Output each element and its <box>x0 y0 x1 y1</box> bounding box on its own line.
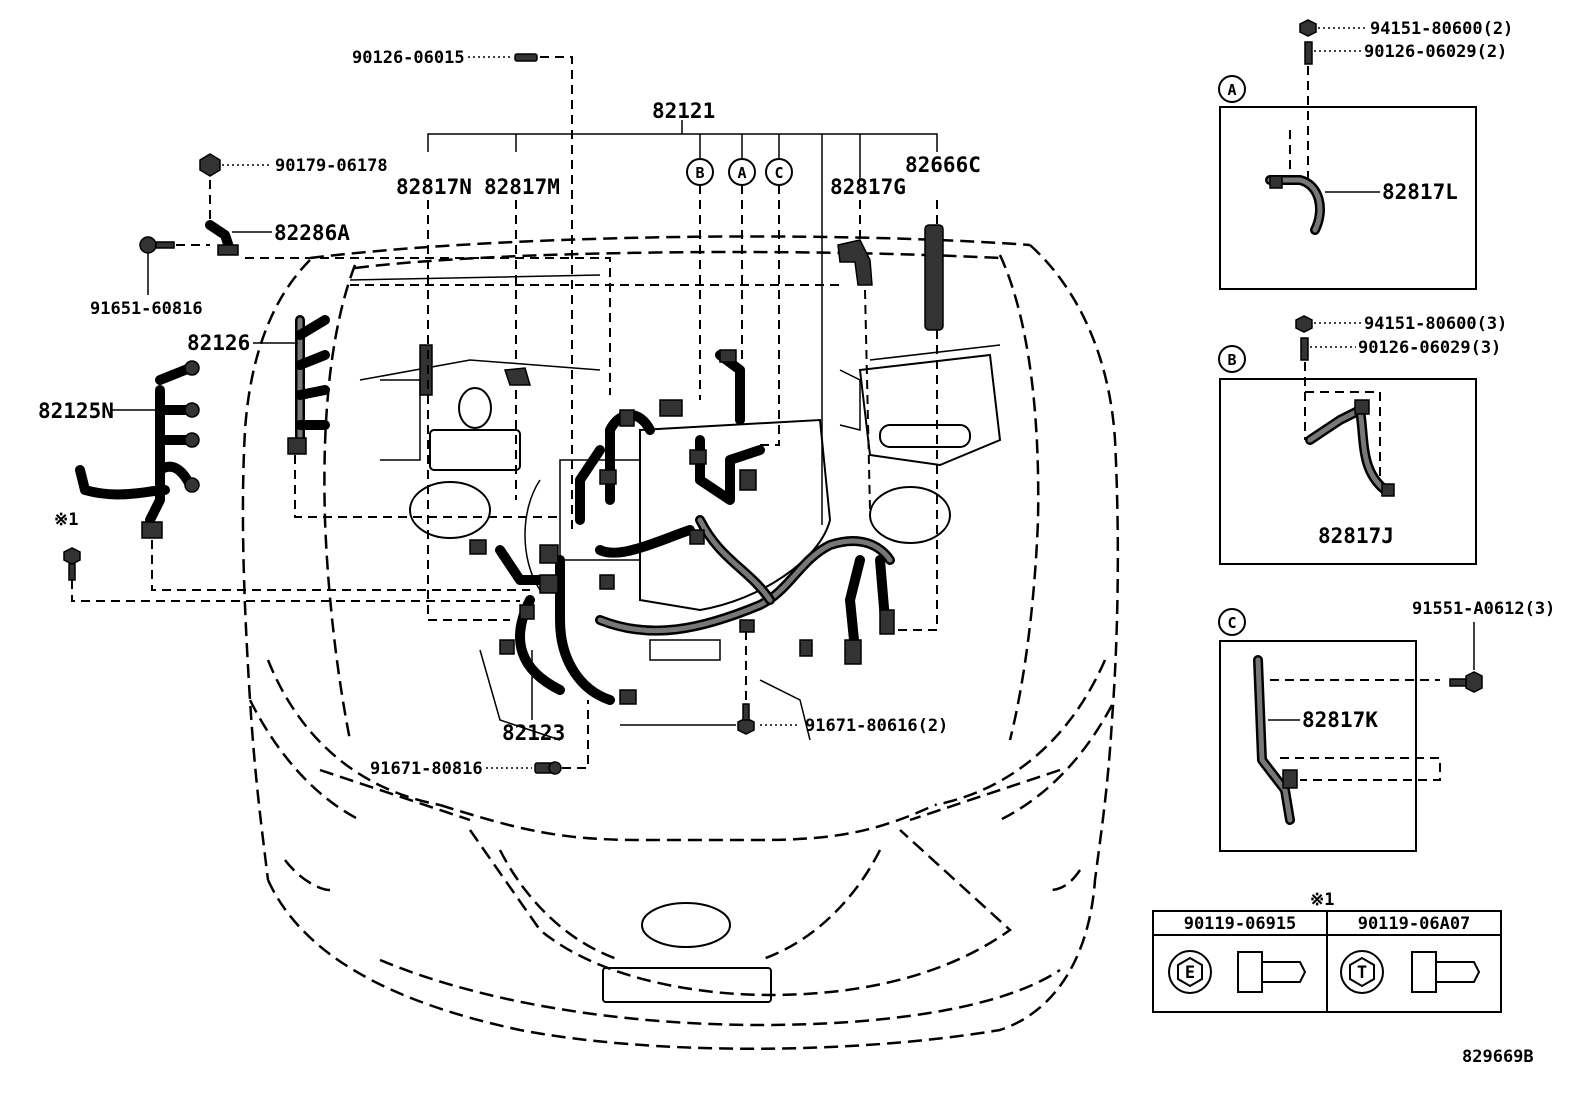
label-82666C: 82666C <box>905 153 981 177</box>
label-note-mark-left: ※1 <box>54 510 78 530</box>
label-82126: 82126 <box>187 331 250 355</box>
inset-a-stud-label: 90126-06029(2) <box>1364 42 1507 62</box>
bolt-head-t-icon: T <box>1357 963 1367 983</box>
engine-bay-components <box>349 274 1002 741</box>
inset-b-part-label: 82817J <box>1318 524 1394 548</box>
part-labels: 90126-06015 82121 90179-06178 82286A 916… <box>38 48 981 779</box>
label-82817M: 82817M <box>484 175 560 199</box>
bolt-table-col1-part: 90119-06915 <box>1184 914 1297 934</box>
label-82286A: 82286A <box>274 221 350 245</box>
inset-a: 94151-80600(2) 90126-06029(2) A 82817L <box>1218 19 1513 290</box>
inset-c: C 91551-A0612(3) 82817K <box>1218 599 1555 852</box>
label-90179-06178: 90179-06178 <box>275 156 388 176</box>
label-82817G: 82817G <box>830 175 906 199</box>
callout-a-text: A <box>737 164 746 182</box>
inset-b-nut-label: 94151-80600(3) <box>1364 314 1507 334</box>
inset-a-part-label: 82817L <box>1382 180 1458 204</box>
leader-lines <box>71 56 938 769</box>
main-harness-82121 <box>469 349 895 705</box>
inset-b-ref: B <box>1227 351 1236 369</box>
label-82123: 82123 <box>502 721 565 745</box>
inset-a-nut-label: 94151-80600(2) <box>1370 19 1513 39</box>
callout-c: C <box>765 158 793 186</box>
bolt-table-note: ※1 <box>1310 890 1334 910</box>
label-91671-80616: 91671-80616(2) <box>805 716 948 736</box>
label-82121: 82121 <box>652 99 715 123</box>
harness-82126 <box>287 315 330 455</box>
diagram-id: 829669B <box>1462 1047 1534 1067</box>
bolt-table-col2-part: 90119-06A07 <box>1358 914 1471 934</box>
callout-c-text: C <box>774 164 783 182</box>
harness-82125N <box>75 360 200 539</box>
callout-b: B <box>686 158 714 186</box>
label-91651-60816: 91651-60816 <box>90 299 203 319</box>
label-82817N: 82817N <box>396 175 472 199</box>
inset-c-bolt-label: 91551-A0612(3) <box>1412 599 1555 619</box>
inset-a-ref: A <box>1227 81 1236 99</box>
callout-a: A <box>728 158 756 186</box>
bolt-head-e-icon: E <box>1185 963 1195 983</box>
car-body-outline <box>241 235 1120 1050</box>
label-82125N: 82125N <box>38 399 114 423</box>
callout-b-text: B <box>695 164 704 182</box>
label-90126-06015: 90126-06015 <box>352 48 465 68</box>
inset-c-part-label: 82817K <box>1302 708 1378 732</box>
inset-c-ref: C <box>1227 614 1236 632</box>
inset-b: 94151-80600(3) 90126-06029(3) B 82817J <box>1218 314 1507 565</box>
inset-b-stud-label: 90126-06029(3) <box>1358 338 1501 358</box>
label-91671-80816: 91671-80816 <box>370 759 483 779</box>
bolt-table: ※1 90119-06915 90119-06A07 E T <box>1152 890 1502 1013</box>
